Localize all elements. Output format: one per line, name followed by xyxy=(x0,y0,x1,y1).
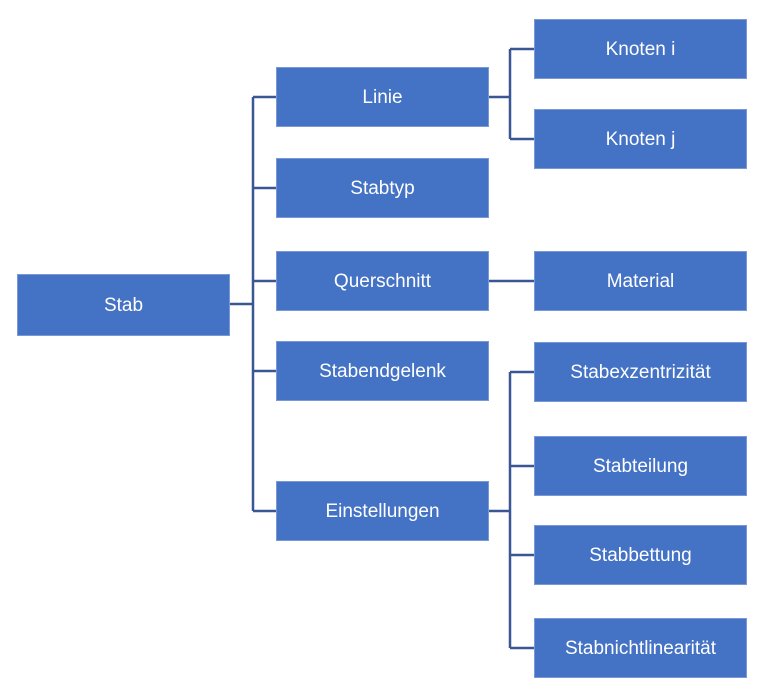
node-querschnitt: Querschnitt xyxy=(276,251,489,311)
node-stabendgelenk: Stabendgelenk xyxy=(276,341,489,401)
node-einstellungen: Einstellungen xyxy=(276,481,489,541)
node-stabbettung: Stabbettung xyxy=(534,525,747,585)
node-stabtyp: Stabtyp xyxy=(276,158,489,218)
node-stabexzentrizitaet: Stabexzentrizität xyxy=(534,342,747,402)
node-stab: Stab xyxy=(17,274,230,336)
node-knoten-j: Knoten j xyxy=(534,109,747,169)
node-material: Material xyxy=(534,251,747,311)
node-linie: Linie xyxy=(276,67,489,127)
node-knoten-i: Knoten i xyxy=(534,19,747,79)
node-stabnichtlinearitaet: Stabnichtlinearität xyxy=(534,618,747,678)
node-stabteilung: Stabteilung xyxy=(534,436,747,496)
